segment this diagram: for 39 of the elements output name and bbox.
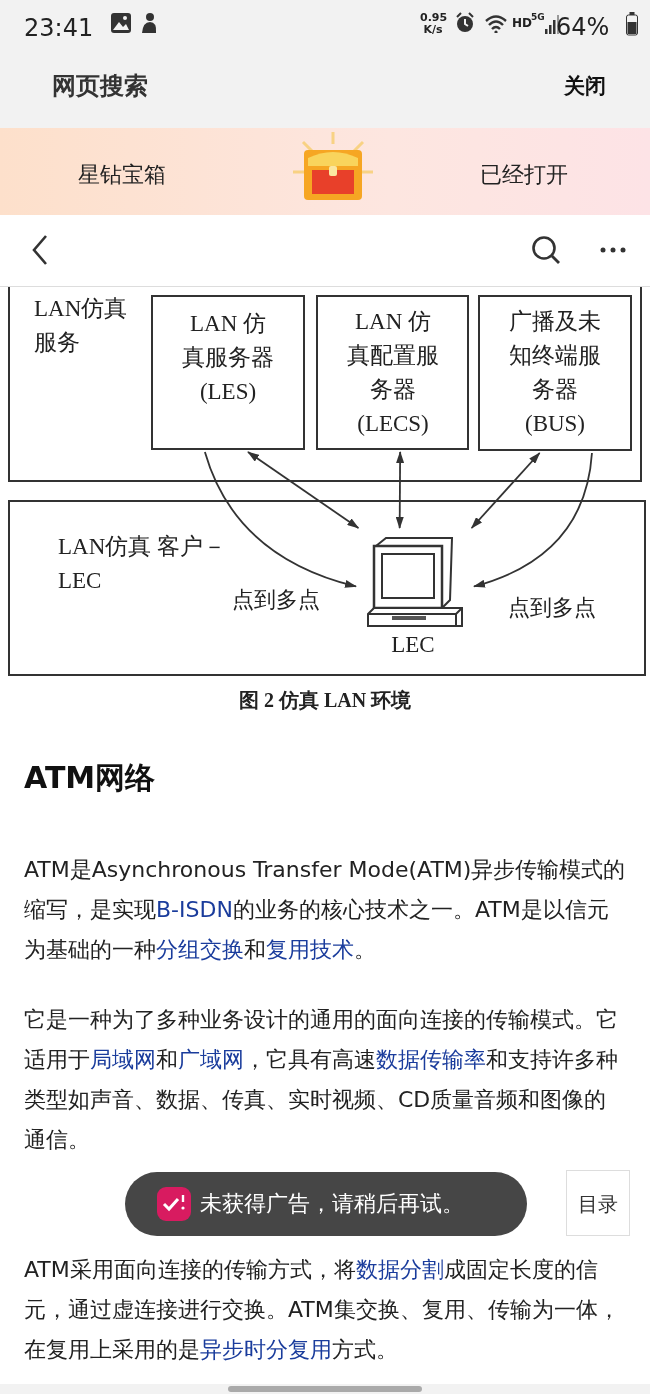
text-link: 数据传输率 — [376, 1047, 486, 1072]
arrow — [473, 452, 593, 588]
server-label: LAN 仿真配置服务器 (LECS) — [346, 308, 440, 438]
section-heading: ATM网络 — [24, 759, 156, 797]
table-of-contents-button: 目录 — [566, 1170, 630, 1236]
device-label: LEC — [390, 631, 436, 659]
close-link: 关闭 — [564, 73, 606, 100]
band-panel — [8, 287, 642, 482]
network-type: 5G — [531, 12, 545, 22]
status-time: 23:41 — [24, 13, 94, 43]
arrow — [395, 451, 405, 529]
network-speed: 0.95 K/s — [420, 12, 446, 36]
arrow — [247, 451, 360, 529]
toast-message: 未获得广告，请稍后再试。 — [200, 1190, 464, 1218]
text-link: 异步时分复用 — [200, 1337, 332, 1362]
arrow — [204, 451, 357, 588]
server-box — [316, 295, 469, 450]
text-link: 广域网 — [178, 1047, 244, 1072]
battery-level: 64% — [556, 12, 610, 42]
figure-caption: 图 2 仿真 LAN 环境 — [237, 688, 413, 713]
group-label: LAN仿真 客户－LEC — [58, 533, 228, 595]
banner-text: 星钻宝箱 — [78, 161, 166, 189]
text-link: 数据分割 — [355, 1257, 444, 1282]
text-link: 局域网 — [90, 1047, 156, 1072]
text-link: B-ISDN — [156, 897, 233, 922]
text-link: 分组交换 — [156, 937, 244, 962]
server-label: 广播及未知终端服务器 (BUS) — [508, 308, 602, 438]
arrow — [470, 452, 541, 529]
paragraph: ATM采用面向连接的传输方式，将数据分割成固定长度的信元，通过虚连接进行交换。ATM集交换、复用、传输为一体，在复用上采用的是异步时分复用方式。 — [24, 1256, 621, 1364]
text-link: 复用技术 — [266, 937, 354, 962]
banner-status: 已经打开 — [480, 161, 568, 189]
page-header-title: 网页搜索 — [52, 71, 148, 102]
paragraph: ATM是Asynchronous Transfer Mode(ATM)异步传输模式的缩写，是实现B-ISDN的业务的核心技术之一。ATM是以信元为基础的一种分组交换和复用技术。 — [24, 856, 626, 964]
group-label: LAN仿真服务 — [34, 295, 129, 357]
server-box — [151, 295, 305, 450]
server-box — [478, 295, 632, 451]
server-label: LAN 仿真服务器 (LES) — [181, 310, 275, 406]
network-type: HD — [512, 16, 532, 30]
paragraph: 它是一种为了多种业务设计的通用的面向连接的传输模式。它适用于局域网和广域网，它具有高速数据传输率和支持许多种类型如声音、数据、传真、实时视频、CD质量音频和图像的通信。 — [24, 1006, 619, 1154]
